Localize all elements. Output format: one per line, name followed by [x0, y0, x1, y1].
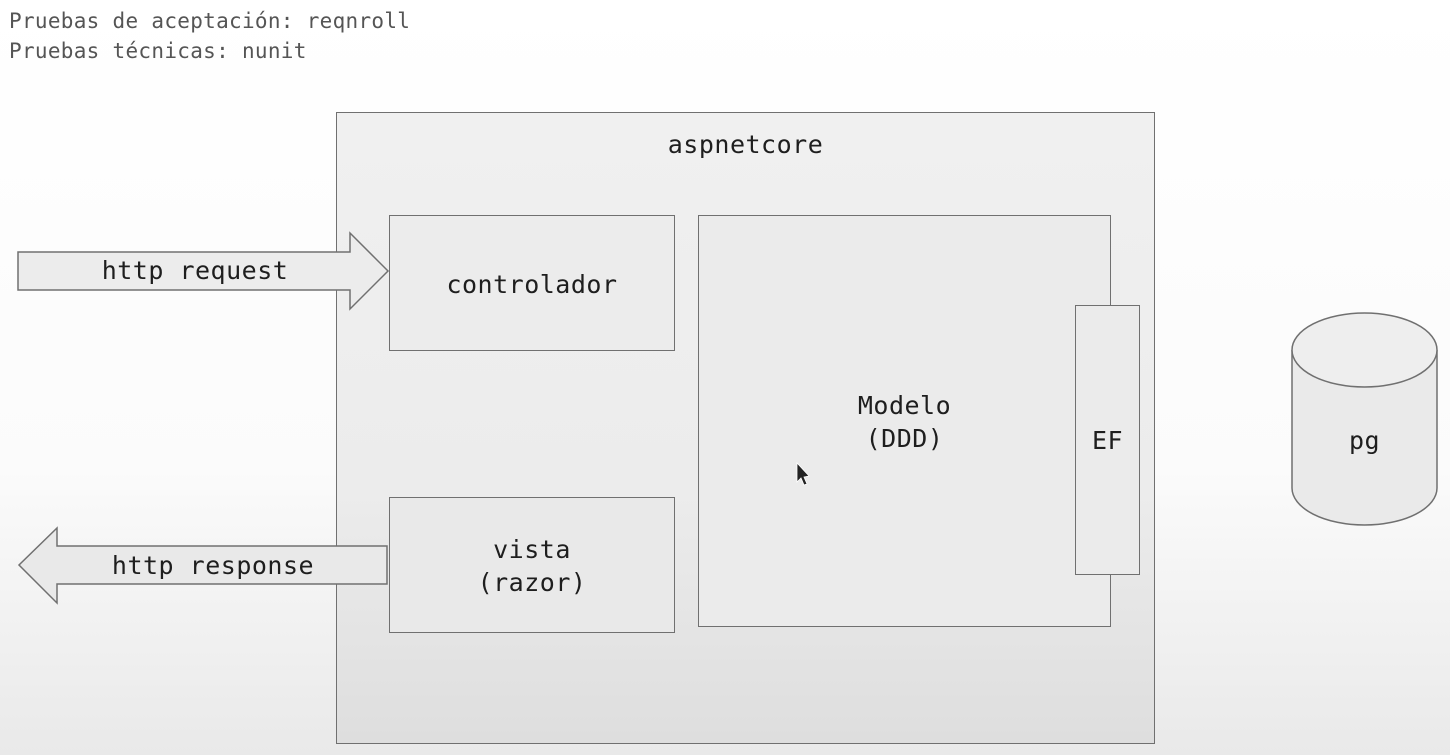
- model-box: [698, 215, 1111, 627]
- mouse-cursor-icon: [796, 461, 810, 486]
- controller-label: controlador: [446, 270, 618, 299]
- ef-label: EF: [1091, 426, 1124, 455]
- response-arrow-label: http response: [111, 551, 315, 580]
- model-label: Modelo (DDD): [698, 389, 1111, 455]
- request-arrow: [17, 231, 390, 311]
- view-label: vista (razor): [389, 533, 675, 599]
- response-arrow: [17, 526, 388, 605]
- aspnetcore-label: aspnetcore: [667, 130, 824, 159]
- view-label-line2: (razor): [477, 568, 587, 597]
- model-label-line1: Modelo: [857, 391, 952, 420]
- model-label-line2: (DDD): [865, 424, 944, 453]
- controller-box: [389, 215, 675, 351]
- view-label-line1: vista: [493, 535, 571, 564]
- database-cylinder: [1291, 312, 1438, 526]
- ef-box: [1075, 305, 1140, 575]
- database-label: pg: [1348, 426, 1381, 455]
- notes: Pruebas de aceptación: reqnroll Pruebas …: [9, 6, 410, 66]
- note-acceptance-tests: Pruebas de aceptación: reqnroll: [9, 9, 411, 33]
- view-box: [389, 497, 675, 633]
- request-arrow-label: http request: [101, 256, 289, 285]
- note-technical-tests: Pruebas técnicas: nunit: [9, 39, 307, 63]
